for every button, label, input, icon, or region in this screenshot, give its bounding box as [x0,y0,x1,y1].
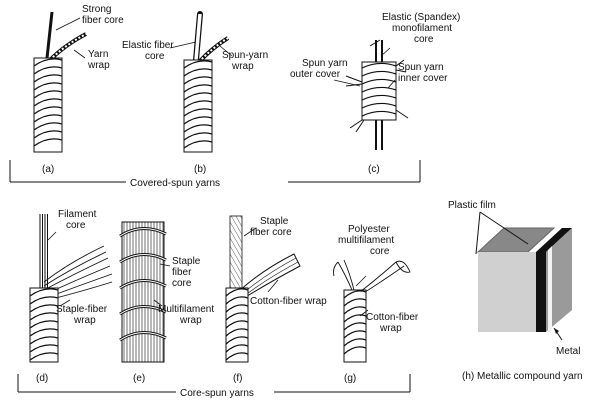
panel-f-letter: (f) [233,373,242,384]
panel-b-wrapped-yarn [183,59,213,153]
panel-g-illustration [333,259,411,363]
label-cotton-fiber-wrap-f: Cotton-fiber wrap [250,296,327,307]
panel-c-letter: (c) [368,164,380,175]
panel-a-letter: (a) [42,164,54,175]
panel-d-illustration [29,214,113,363]
panel-d-letter: (d) [36,373,48,384]
panel-e-illustration [119,221,171,363]
panel-h-letter: (h) Metallic compound yarn [462,371,583,382]
label-plastic-film: Plastic film [448,200,496,211]
panel-a-illustration [33,11,87,153]
covered-spun-bracket [9,160,421,183]
panel-g-letter: (g) [344,373,356,384]
group-label-core-spun: Core-spun yarns [180,388,254,399]
panel-h-illustration [475,211,572,341]
core-spun-bracket [17,374,411,393]
panel-f-illustration [225,215,301,363]
panel-b-illustration [169,11,233,153]
panel-a-wrapped-yarn [33,57,63,153]
panel-c-illustration [333,39,409,150]
group-label-covered-spun: Covered-spun yarns [130,178,220,189]
panel-b-letter: (b) [194,164,206,175]
panel-e-letter: (e) [133,373,145,384]
label-metal: Metal [556,346,580,357]
